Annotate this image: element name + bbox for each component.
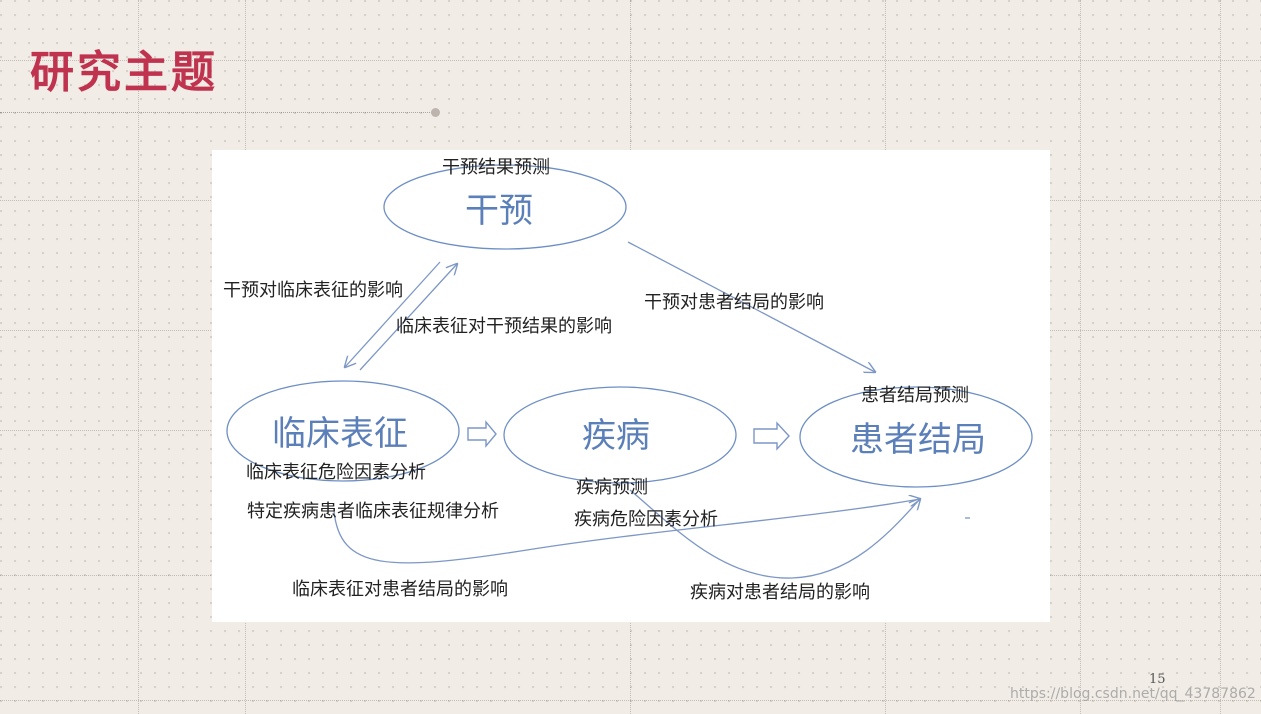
node-disease-outline: [503, 386, 737, 484]
node-outcome-label: 患者结局: [850, 420, 986, 460]
arrow-intervention-to-clinical: [345, 261, 441, 367]
label-intervention-on-clinical: 干预对临床表征的影响: [223, 280, 403, 301]
block-arrow-clinical-to-disease: [467, 420, 497, 448]
label-clinical-risk-factors: 临床表征危险因素分析: [246, 462, 426, 483]
node-intervention-outline: [383, 164, 627, 250]
label-disease-prediction: 疾病预测: [576, 477, 648, 498]
arrow-clinical-to-intervention: [359, 264, 457, 371]
node-disease-label: 疾病: [582, 416, 650, 456]
arrow-clinical-to-outcome: [333, 499, 920, 564]
diagram-panel: 干预 临床表征 疾病 患者结局 干预结果预测 干预对临床表征的影响 临床表征对干…: [212, 150, 1050, 622]
node-clinical-outline: [226, 380, 460, 482]
label-clinical-on-intervention: 临床表征对干预结果的影响: [396, 316, 612, 337]
slide-title: 研究主题: [30, 47, 218, 98]
page-number: 15: [1149, 672, 1166, 687]
label-specific-disease-patterns: 特定疾病患者临床表征规律分析: [247, 501, 499, 522]
arrow-disease-to-outcome: [629, 489, 920, 579]
node-clinical-label: 临床表征: [272, 414, 408, 454]
label-disease-risk-factors: 疾病危险因素分析: [574, 509, 718, 530]
node-intervention-label: 干预: [465, 191, 533, 231]
label-intervention-on-outcome: 干预对患者结局的影响: [644, 292, 824, 313]
label-disease-on-outcome: 疾病对患者结局的影响: [690, 582, 870, 603]
label-clinical-on-outcome: 临床表征对患者结局的影响: [292, 579, 508, 600]
label-outcome-prediction: 患者结局预测: [861, 385, 969, 406]
label-intervention-prediction: 干预结果预测: [442, 157, 550, 178]
research-topic-diagram: 干预 临床表征 疾病 患者结局 干预结果预测 干预对临床表征的影响 临床表征对干…: [223, 157, 1033, 603]
block-arrow-disease-to-outcome: [753, 421, 790, 451]
node-outcome-outline: [799, 386, 1033, 488]
title-divider-dot: [431, 108, 440, 117]
arrow-intervention-to-outcome: [627, 241, 875, 372]
watermark-url: https://blog.csdn.net/qq_43787862: [1010, 686, 1256, 702]
title-divider: [0, 112, 436, 113]
